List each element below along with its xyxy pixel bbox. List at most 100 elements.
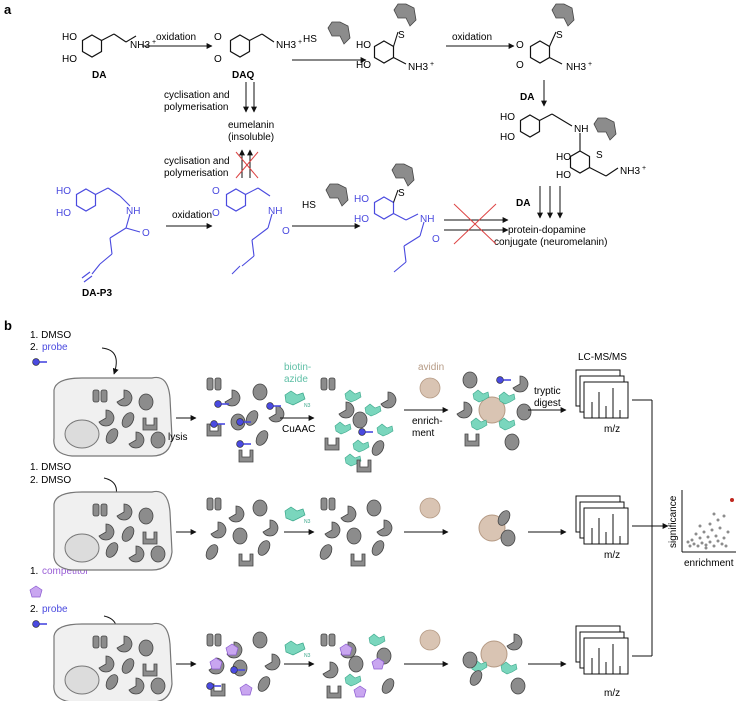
cell-row3: [53, 622, 173, 701]
daq-label: DAQ: [232, 70, 254, 81]
svg-text:S: S: [556, 30, 563, 41]
enriched-row3: [462, 633, 526, 695]
volcano-point: [708, 540, 712, 544]
svg-text:NH: NH: [420, 214, 434, 225]
svg-text:HS: HS: [303, 34, 317, 45]
da-reagent-2: DA: [516, 198, 530, 209]
svg-text:NH: NH: [268, 206, 282, 217]
svg-text:NH3: NH3: [276, 40, 296, 51]
spectra-stack-1: [575, 369, 629, 419]
panel-a-label: a: [4, 2, 12, 17]
svg-text:NH: NH: [574, 124, 588, 135]
svg-text:O: O: [214, 54, 222, 65]
volcano-point: [722, 514, 726, 518]
lysis-label: lysis: [168, 432, 187, 443]
volcano-point: [726, 530, 730, 534]
biotin-azide-icon-1: [284, 390, 312, 410]
svg-text:O: O: [516, 60, 524, 71]
row1-step2-probe: probe: [42, 342, 68, 353]
enriched-row2: [478, 508, 516, 547]
spectra-stack-2: [575, 495, 629, 545]
spectra-stack-3: [575, 625, 629, 675]
biotin-label-2: azide: [284, 374, 308, 385]
volcano-point: [724, 544, 728, 548]
svg-text:O: O: [214, 32, 222, 43]
enrich-label-2: ment: [412, 428, 434, 439]
volcano-point: [704, 546, 708, 550]
svg-text:HO: HO: [56, 208, 71, 219]
avidin-bead-2: [419, 497, 441, 519]
volcano-point: [718, 526, 722, 530]
volcano-point: [704, 543, 708, 547]
row2-step2: 2. DMSO: [30, 475, 71, 486]
eumelanin-label: eumelanin: [228, 120, 274, 131]
row1-step1: 1. DMSO: [30, 330, 71, 341]
mz-label-3: m/z: [604, 688, 620, 699]
cell-row1: [53, 376, 173, 457]
da-label: DA: [92, 70, 106, 81]
svg-text:NH: NH: [126, 206, 140, 217]
mz-label-1: m/z: [604, 424, 620, 435]
conjugate-label-2: conjugate (neuromelanin): [494, 237, 607, 248]
svg-text:HO: HO: [354, 194, 369, 205]
insoluble-label: (insoluble): [228, 132, 274, 143]
volcano-point: [694, 532, 698, 536]
volcano-point: [696, 544, 700, 548]
row3-step2-probe: probe: [42, 604, 68, 615]
svg-text:+: +: [152, 39, 156, 46]
da-reagent-1: DA: [520, 92, 534, 103]
enrichment-axis-label: enrichment: [684, 558, 734, 569]
svg-text:HO: HO: [556, 170, 571, 181]
cell-row2: [53, 490, 173, 571]
svg-text:NH3: NH3: [620, 166, 640, 177]
clicked-lysate-row1: [320, 377, 397, 473]
panel-b-label: b: [4, 318, 12, 333]
cyclisation-label-2b: polymerisation: [164, 168, 228, 179]
daq-p3-structure: O O NH O: [212, 186, 290, 275]
dopamine-structure: HO HO NH3 +: [62, 32, 156, 65]
competitor-icon: [29, 585, 43, 598]
svg-text:HO: HO: [500, 132, 515, 143]
volcano-point: [720, 542, 724, 546]
row3-step1-prefix: 1.: [30, 566, 38, 577]
volcano-point: [700, 541, 704, 545]
svg-text:NH3: NH3: [130, 40, 150, 51]
svg-text:+: +: [588, 61, 592, 68]
lysate-row3: [205, 631, 281, 697]
clicked-lysate-row3: [320, 633, 397, 699]
svg-text:HO: HO: [56, 186, 71, 197]
cyclisation-label-1b: polymerisation: [164, 102, 228, 113]
row3-step2-prefix: 2.: [30, 604, 38, 615]
conjugate-label-1: protein-dopamine: [508, 225, 586, 236]
clicked-lysate-row2: [317, 497, 393, 567]
thiol-protein-icon-1: HS: [303, 21, 351, 45]
volcano-point: [698, 536, 702, 540]
volcano-hit-point: [730, 498, 734, 502]
oxidation-label-3: oxidation: [172, 210, 212, 221]
svg-text:HO: HO: [500, 112, 515, 123]
enriched-row1: [456, 371, 532, 451]
svg-text:S: S: [596, 150, 603, 161]
svg-text:HS: HS: [302, 200, 316, 211]
mz-label-2: m/z: [604, 550, 620, 561]
dopamine-quinone-structure: O O NH3 +: [214, 32, 302, 65]
tryptic-label-1: tryptic: [534, 386, 561, 397]
svg-text:HO: HO: [62, 54, 77, 65]
volcano-point: [710, 528, 714, 532]
biotin-label-1: biotin-: [284, 362, 311, 373]
oxidation-label-1: oxidation: [156, 32, 196, 43]
cysteinyl-dopamine-structure: HO HO S NH3 +: [356, 3, 434, 73]
svg-text:HO: HO: [356, 40, 371, 51]
volcano-point: [716, 518, 720, 522]
svg-text:NH3: NH3: [408, 62, 428, 73]
avidin-bead-1: [419, 377, 441, 399]
svg-text:O: O: [432, 234, 440, 245]
probe-icon-2: [31, 619, 48, 629]
volcano-point: [698, 524, 702, 528]
svg-text:+: +: [642, 165, 646, 172]
volcano-point: [708, 522, 712, 526]
probe-icon-1: [31, 357, 48, 367]
row1-step2-prefix: 2.: [30, 342, 38, 353]
volcano-point: [686, 540, 690, 544]
